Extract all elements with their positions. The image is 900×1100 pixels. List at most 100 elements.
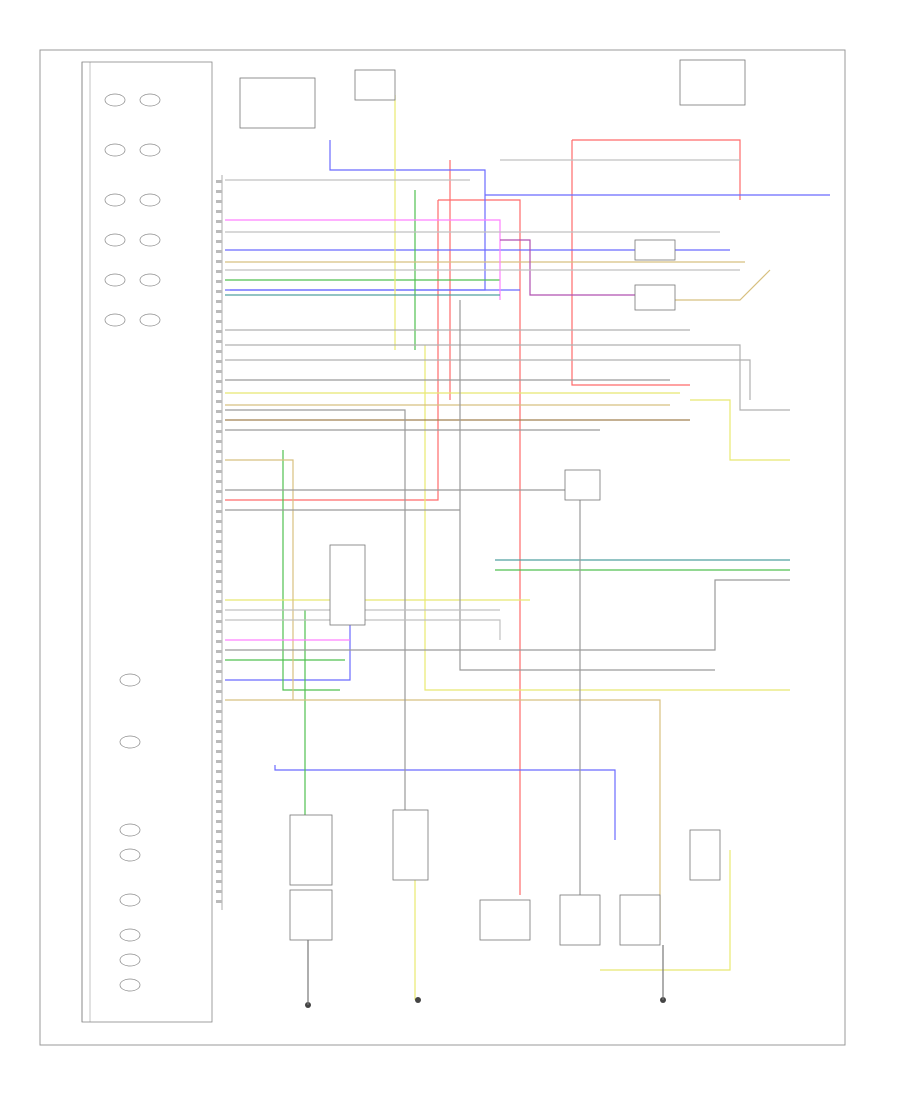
connector-pin [216,740,222,743]
connector-pin [216,540,222,543]
connector-pin [216,700,222,703]
connector-pin [216,630,222,633]
connector-pin [216,650,222,653]
gauge-symbol [119,978,141,992]
connector-pin [216,310,222,313]
gauge-symbol [119,953,141,967]
connector-pin [216,730,222,733]
connector-pin [216,210,222,213]
gauge-symbol [119,848,141,862]
gauge-symbol [139,193,161,207]
connector-pin [216,890,222,893]
connector-pin [216,440,222,443]
gauge-symbol [139,313,161,327]
connector-pin [216,420,222,423]
connector-pin [216,430,222,433]
gauge-symbol [139,273,161,287]
connector-pin [216,840,222,843]
connector-pin [216,340,222,343]
connector-pin [216,490,222,493]
connector-pin [216,620,222,623]
connector-pin [216,240,222,243]
connector-pin [216,470,222,473]
connector-pin [216,300,222,303]
connector-pins [216,180,222,903]
connector-pin [216,610,222,613]
components [239,59,746,946]
gauge-symbol [119,928,141,942]
connector-pin [216,570,222,573]
wiring-harness [225,95,830,1000]
connector-pin [216,780,222,783]
connector-pin [216,320,222,323]
gauge-symbol [104,273,126,287]
connector-pin [216,720,222,723]
diagram-frame [39,49,846,1046]
gauge-symbol [139,93,161,107]
connector-pin [216,400,222,403]
connector-pin [216,250,222,253]
connector-pin [216,190,222,193]
connector-pin [216,360,222,363]
connector-pin [216,710,222,713]
gauge-symbol [104,143,126,157]
instrument-cluster [81,61,213,1023]
connector-pin [216,750,222,753]
connector-pin [216,280,222,283]
connector-pin [216,180,222,183]
connector-pin [216,770,222,773]
connector-pin [216,820,222,823]
connector-pin [216,680,222,683]
connector-pin [216,810,222,813]
connector-pin [216,450,222,453]
connector-pin [216,550,222,553]
connector-pin [216,800,222,803]
gauge-symbol [119,823,141,837]
connector-pin [216,220,222,223]
gauge-symbol [139,233,161,247]
connector-pin [216,600,222,603]
connector-pin [216,410,222,413]
connector-pin [216,560,222,563]
connector-pin [216,690,222,693]
gauge-symbol [104,313,126,327]
gauge-symbol [104,233,126,247]
gauge-symbol [104,193,126,207]
connector-pin [216,260,222,263]
connector-pin [216,520,222,523]
gauge-symbol [119,673,141,687]
connector-pin [216,900,222,903]
connector-pin [216,200,222,203]
connector-pin [216,660,222,663]
connector-pin [216,350,222,353]
gauge-symbol [104,93,126,107]
connector-pin [216,480,222,483]
ground-points [305,940,666,1008]
connector-pin [216,880,222,883]
connector-pin [216,330,222,333]
connector-pin [216,830,222,833]
connector-pin [216,530,222,533]
connector-pin [216,230,222,233]
connector-pin [216,370,222,373]
gauge-symbol [119,893,141,907]
connector-pin [216,590,222,593]
gauge-symbol [119,735,141,749]
connector-pin [216,500,222,503]
connector-pin [216,510,222,513]
connector-pin [216,460,222,463]
connector-pin [216,380,222,383]
cluster-gauges [104,93,161,992]
connector-pin [216,640,222,643]
connector-pin [216,860,222,863]
connector-pin [216,760,222,763]
connector-pin [216,850,222,853]
connector-pin [216,790,222,793]
gauge-symbol [139,143,161,157]
connector-pin [216,870,222,873]
connector-pin [216,580,222,583]
connector-pin [216,270,222,273]
connector-pin [216,290,222,293]
